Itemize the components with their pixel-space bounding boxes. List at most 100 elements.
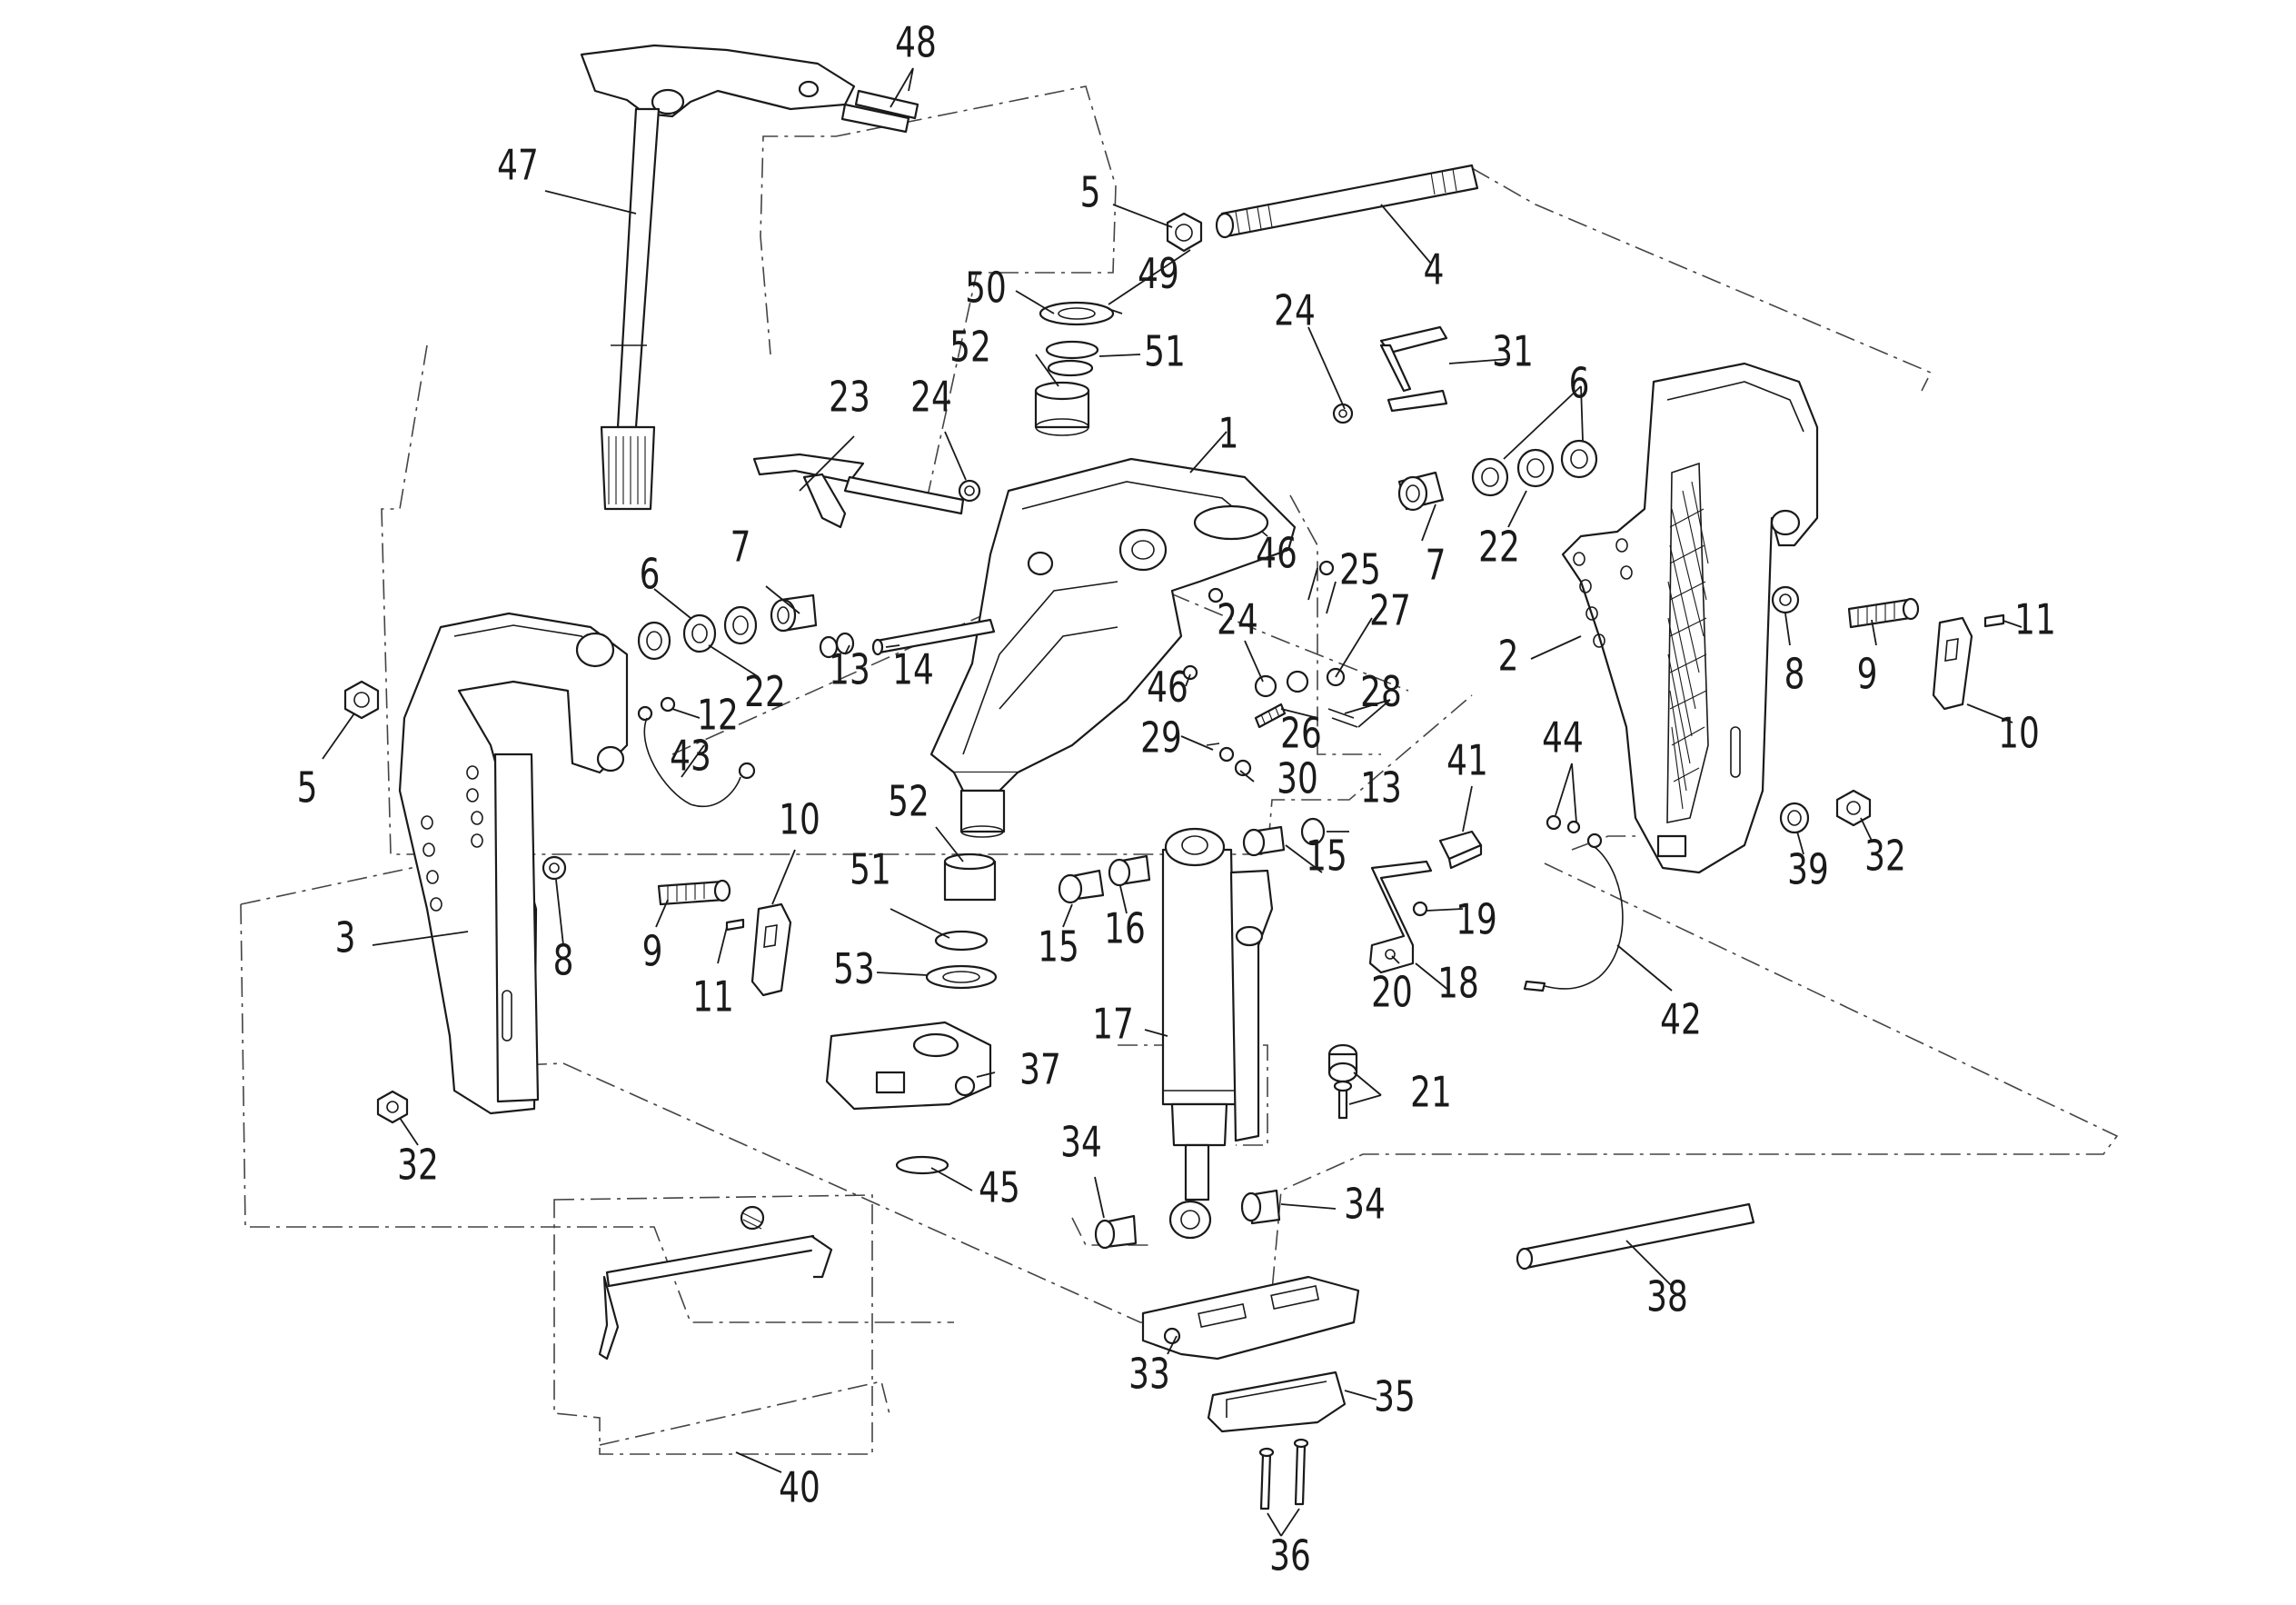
screw-11-left [725, 918, 745, 932]
callout-50: 50 [965, 264, 1007, 313]
tilt-cylinder-17 [1161, 827, 1274, 1240]
callout-5: 5 [1080, 168, 1101, 217]
clamp-bracket-2 [1561, 362, 1819, 874]
nut-5-top [1166, 212, 1203, 253]
lever-31 [1379, 325, 1448, 413]
leader-lines [322, 67, 2023, 1537]
callout-51: 51 [850, 845, 891, 894]
callout-7: 7 [1426, 541, 1446, 590]
tilt-lock-kit-40 [553, 1194, 873, 1455]
callout-41: 41 [1446, 736, 1488, 785]
callout-27: 27 [1369, 586, 1411, 635]
callout-13: 13 [829, 645, 870, 694]
callout-22: 22 [1478, 523, 1520, 572]
nut-5-left [343, 680, 380, 720]
callout-10: 10 [779, 795, 820, 844]
callout-26: 26 [1280, 709, 1322, 758]
clamp-bracket-3 [398, 612, 629, 1115]
callout-40: 40 [779, 1463, 820, 1512]
callout-17: 17 [1092, 1000, 1134, 1049]
callout-36: 36 [1269, 1531, 1311, 1580]
washers-6-22-left [637, 605, 758, 661]
callout-53: 53 [833, 945, 875, 994]
callout-9: 9 [642, 927, 663, 976]
callout-30: 30 [1277, 754, 1318, 803]
callout-24: 24 [1217, 595, 1258, 644]
callout-11: 11 [2014, 595, 2056, 644]
callout-numbers: 48 47 5 49 4 50 52 51 24 31 6 23 24 1 7 … [297, 18, 2056, 1580]
callout-34: 34 [1344, 1180, 1386, 1229]
callout-52: 52 [888, 777, 929, 826]
lower-mount-37 [825, 1021, 992, 1175]
lower-bushings-52-51-53 [925, 852, 998, 990]
callout-46: 46 [1147, 663, 1188, 713]
callout-10: 10 [1998, 709, 2040, 758]
callout-9: 9 [1857, 650, 1878, 699]
callout-4: 4 [1424, 245, 1445, 294]
callout-24: 24 [1274, 286, 1316, 335]
bolt-9-right [1847, 597, 1920, 629]
parts-44-cable-42 [1523, 814, 1624, 992]
nut-32-left [376, 1090, 409, 1124]
tilt-tube-4 [1215, 164, 1479, 239]
knob-10-right [1932, 616, 1973, 711]
callout-6: 6 [1569, 359, 1590, 408]
callout-6: 6 [640, 550, 661, 599]
callout-23: 23 [829, 373, 870, 422]
callout-48: 48 [895, 18, 937, 67]
callout-29: 29 [1140, 713, 1182, 763]
callout-45: 45 [979, 1163, 1020, 1212]
callout-8: 8 [1784, 650, 1805, 699]
bolt-9-left [657, 879, 731, 906]
bushing-7-right [1397, 471, 1445, 512]
callout-33: 33 [1128, 1350, 1170, 1399]
screw-12 [660, 696, 676, 713]
callout-21: 21 [1410, 1068, 1452, 1117]
callout-38: 38 [1646, 1272, 1688, 1321]
callout-35: 35 [1374, 1372, 1416, 1421]
callout-32: 32 [1864, 832, 1906, 881]
tab-41 [1438, 830, 1483, 870]
washers-6-22-right [1471, 439, 1598, 497]
callout-2: 2 [1498, 632, 1519, 681]
callout-52: 52 [949, 323, 991, 372]
small-parts-center [1182, 560, 1358, 777]
rod-38 [1516, 1202, 1755, 1271]
screw-11-right [1983, 613, 2005, 628]
bushings-34 [1094, 1189, 1281, 1250]
callout-31: 31 [1492, 327, 1534, 376]
callout-43: 43 [670, 732, 711, 781]
callout-16: 16 [1104, 904, 1146, 953]
callout-24: 24 [910, 373, 952, 422]
cover-35 [1207, 1371, 1347, 1433]
callout-32: 32 [397, 1141, 439, 1190]
callout-46: 46 [1256, 529, 1297, 578]
mount-21 [1327, 1043, 1358, 1120]
callout-22: 22 [744, 668, 786, 717]
lever-23 [752, 453, 965, 529]
callout-15: 15 [1038, 922, 1079, 972]
callout-28: 28 [1360, 668, 1402, 717]
cable-43 [637, 705, 756, 807]
callout-37: 37 [1019, 1045, 1061, 1094]
callout-39: 39 [1787, 845, 1829, 894]
callout-12: 12 [697, 691, 739, 740]
callout-25: 25 [1339, 545, 1381, 594]
callout-8: 8 [553, 936, 574, 985]
washer-39-nut-32-right [1779, 789, 1872, 834]
callout-20: 20 [1371, 968, 1413, 1017]
shaft-14 [871, 618, 996, 656]
callout-44: 44 [1542, 713, 1584, 763]
callout-34: 34 [1060, 1118, 1102, 1167]
callout-5: 5 [297, 763, 318, 812]
bolt-24-a [958, 479, 981, 503]
callout-1: 1 [1218, 409, 1239, 458]
callout-42: 42 [1660, 995, 1702, 1044]
callout-3: 3 [335, 913, 356, 962]
swivel-bracket-1 [929, 457, 1297, 838]
callout-15: 15 [1306, 832, 1347, 881]
callout-7: 7 [731, 523, 751, 572]
bracket-18-19-20 [1368, 860, 1433, 974]
callout-47: 47 [497, 141, 539, 190]
